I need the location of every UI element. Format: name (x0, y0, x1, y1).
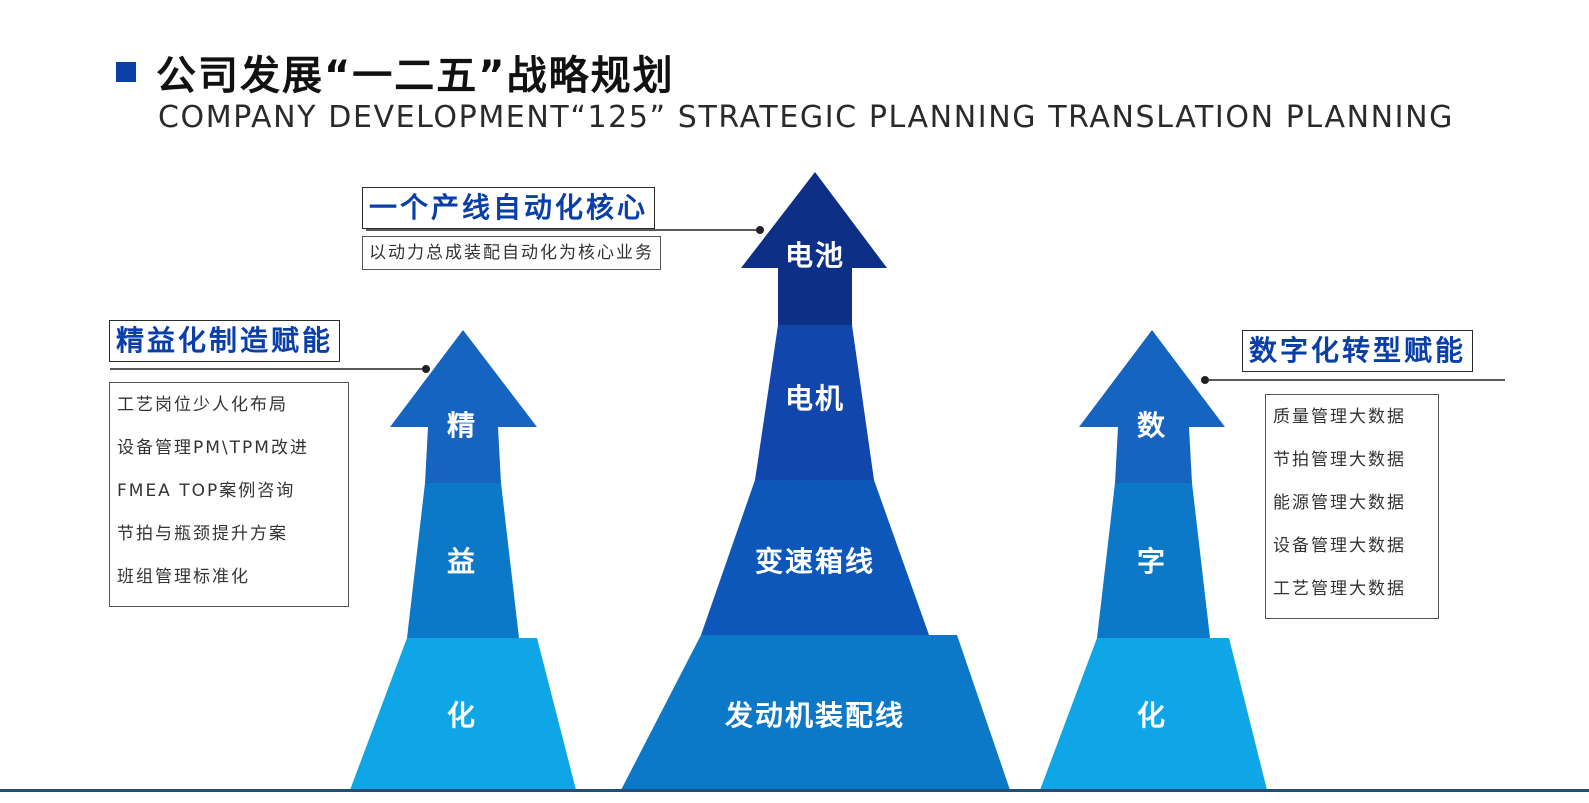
right-segment-1 (1079, 330, 1225, 483)
left-segment-2 (407, 483, 519, 638)
page-subtitle: COMPANY DEVELOPMENT“125” STRATEGIC PLANN… (158, 100, 1454, 135)
list-item: FMEA TOP案例咨询 (117, 481, 296, 501)
center-connector-dot (756, 226, 764, 234)
center-level-label: 变速箱线 (754, 545, 876, 578)
page-title: 公司发展“一二五”战略规划 (156, 53, 675, 99)
left-level-label: 精 (446, 409, 478, 442)
right-callout-list: 质量管理大数据 节拍管理大数据 能源管理大数据 设备管理大数据 工艺管理大数据 (1265, 394, 1439, 619)
left-level-label: 益 (446, 545, 478, 578)
list-item: 节拍与瓶颈提升方案 (117, 524, 288, 544)
center-level-label: 电池 (784, 239, 846, 272)
left-callout-title: 精益化制造赋能 (109, 320, 341, 362)
right-level-label: 化 (1136, 699, 1168, 732)
right-callout-title: 数字化转型赋能 (1242, 330, 1474, 372)
center-segment-engine (621, 635, 1010, 790)
center-callout-subtitle: 以动力总成装配自动化为核心业务 (362, 236, 661, 270)
bottom-divider (0, 789, 1589, 792)
list-item: 工艺管理大数据 (1273, 579, 1406, 599)
center-callout-title: 一个产线自动化核心 (362, 187, 656, 229)
center-segment-gearbox (701, 480, 929, 635)
list-item: 节拍管理大数据 (1273, 450, 1406, 470)
left-segment-1 (390, 330, 537, 483)
right-connector-dot (1201, 376, 1209, 384)
list-item: 质量管理大数据 (1273, 407, 1406, 427)
center-level-label: 发动机装配线 (724, 699, 906, 732)
list-item: 设备管理大数据 (1273, 536, 1406, 556)
right-level-label: 字 (1136, 545, 1168, 578)
center-segment-battery (741, 172, 887, 325)
list-item: 设备管理PM\TPM改进 (117, 438, 309, 458)
list-item: 能源管理大数据 (1273, 493, 1406, 513)
right-segment-3 (1040, 638, 1267, 790)
list-item: 工艺岗位少人化布局 (117, 395, 288, 415)
center-level-label: 电机 (784, 382, 846, 415)
title-square-icon (116, 62, 136, 82)
left-callout-list: 工艺岗位少人化布局 设备管理PM\TPM改进 FMEA TOP案例咨询 节拍与瓶… (109, 382, 349, 607)
right-segment-2 (1097, 483, 1210, 638)
left-connector-dot (422, 365, 430, 373)
center-segment-motor (755, 325, 874, 480)
right-level-label: 数 (1136, 409, 1168, 442)
list-item: 班组管理标准化 (117, 567, 250, 587)
left-level-label: 化 (446, 699, 478, 732)
left-segment-3 (350, 638, 576, 790)
